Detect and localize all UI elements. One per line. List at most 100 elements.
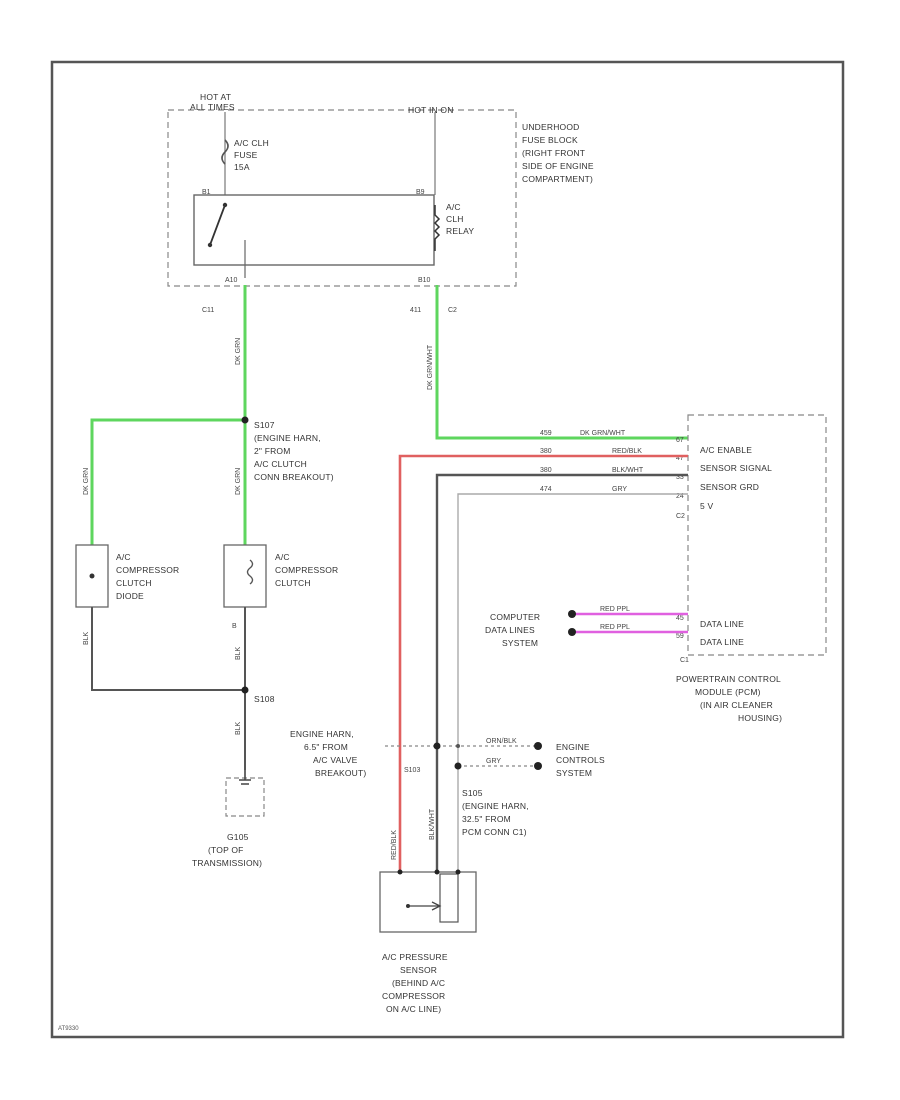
relay-pin-b1: B1 — [202, 189, 211, 196]
pcm-connector-c1: C1 — [680, 657, 689, 664]
engine-harn-left-1: ENGINE HARN, — [290, 729, 354, 739]
svg-text:COMPRESSOR: COMPRESSOR — [275, 565, 338, 575]
connector-c11: C11 — [202, 307, 214, 314]
pcm-pin-ac-enable: A/C ENABLE — [700, 445, 752, 455]
svg-text:A/C: A/C — [275, 552, 290, 562]
underhood-fuse-block: HOT AT ALL TIMES HOT IN ON UNDERHOOD FUS… — [167, 92, 594, 314]
compressor-clutch-diode: A/C COMPRESSOR CLUTCH DIODE — [75, 544, 179, 608]
splice-s105-2: (ENGINE HARN, — [462, 801, 529, 811]
ac-pressure-sensor: A/C PRESSURE SENSOR (BEHIND A/C COMPRESS… — [379, 869, 477, 1014]
compressor-clutch: A/C COMPRESSOR CLUTCH B — [223, 544, 338, 630]
pcm-name-4: HOUSING) — [738, 713, 782, 723]
pcm-module: 67 47 33 24 A/C ENABLE SENSOR SIGNAL SEN… — [676, 414, 827, 723]
wire-clutch-feed-color: DK GRN — [235, 338, 242, 365]
fuse-block-location-3: (RIGHT FRONT — [522, 148, 585, 158]
pcm-pin-59: 59 — [676, 633, 684, 640]
fuse-symbol — [221, 139, 229, 165]
sensor-ground-alt-circuit: 474 — [540, 486, 552, 493]
sensor-signal-circuit: 380 — [540, 467, 552, 474]
relay-label-1: A/C — [446, 202, 461, 212]
engine-controls-wire-1: ORN/BLK — [486, 738, 517, 745]
splice-s103-dot — [433, 742, 441, 750]
svg-text:(ENGINE HARN,: (ENGINE HARN, — [254, 433, 321, 443]
diagram-border — [50, 60, 845, 1039]
ground-g105-3: TRANSMISSION) — [192, 858, 262, 868]
data-lines: RED PPL RED PPL COMPUTER DATA LINES SYST… — [485, 606, 688, 648]
fuse-block-location-2: FUSE BLOCK — [522, 135, 578, 145]
pcm-name-3: (IN AIR CLEANER — [700, 700, 773, 710]
data-line-2-color: RED PPL — [600, 624, 630, 631]
svg-text:COMPRESSOR: COMPRESSOR — [116, 565, 179, 575]
sensor-signal-color: RED/BLK — [612, 448, 642, 455]
sensor-ground-color: BLK/WHT — [612, 467, 644, 474]
computer-data-lines-1: COMPUTER — [490, 612, 540, 622]
relay-coil-symbol — [433, 205, 441, 251]
wire-splice-clutch-color: DK GRN — [235, 468, 242, 495]
pcm-pin-45: 45 — [676, 615, 684, 622]
fuse-block-pin-a10: A10 — [225, 277, 238, 284]
sensor-signal-vert-color: RED/BLK — [391, 830, 398, 860]
splice-s107-dot — [241, 416, 249, 424]
figure-id: AT9330 — [58, 1026, 79, 1032]
svg-text:A/C CLUTCH: A/C CLUTCH — [254, 459, 307, 469]
pressure-sensor-5: ON A/C LINE) — [386, 1004, 441, 1014]
pcm-data-line-1: DATA LINE — [700, 619, 744, 629]
wire-relay-pcm-circuit: 459 — [540, 430, 552, 437]
pressure-sensor-2: SENSOR — [400, 965, 437, 975]
sensor-ground-alt-color: GRY — [612, 486, 627, 493]
relay-label-3: RELAY — [446, 226, 474, 236]
relay-switch-contact — [209, 204, 226, 246]
svg-text:A/C: A/C — [116, 552, 131, 562]
wire-diode-feed-color: DK GRN — [83, 468, 90, 495]
fuse-block-location-4: SIDE OF ENGINE — [522, 161, 594, 171]
pcm-name-1: POWERTRAIN CONTROL — [676, 674, 781, 684]
engine-harn-left-3: A/C VALVE — [313, 755, 358, 765]
engine-controls-2: CONTROLS — [556, 755, 605, 765]
pcm-name-2: MODULE (PCM) — [695, 687, 761, 697]
pcm-pin-5v: 5 V — [700, 501, 713, 511]
pcm-pin-sensor-grd: SENSOR GRD — [700, 482, 759, 492]
splice-s108-label: S108 — [254, 694, 275, 704]
splice-s103-label: S103 — [404, 767, 420, 774]
engine-controls-1: ENGINE — [556, 742, 590, 752]
circuit-411: 411 — [410, 307, 421, 314]
ground-g105-1: G105 — [227, 832, 249, 842]
engine-controls-branch: ORN/BLK GRY ENGINE CONTROLS SYSTEM ENGIN… — [290, 729, 605, 837]
hot-in-on-label: HOT IN ON — [408, 105, 454, 115]
fuse-block-pin-b10: B10 — [418, 277, 431, 284]
connector-c2-fuse: C2 — [448, 307, 457, 314]
sensor-ref-circuit: 380 — [540, 448, 552, 455]
engine-controls-wire-2: GRY — [486, 758, 501, 765]
sensor-ground-vert-color: BLK/WHT — [429, 808, 436, 840]
splice-s107-label: S107 (ENGINE HARN, 2" FROM A/C CLUTCH CO… — [254, 420, 334, 482]
fuse-label-2: FUSE — [234, 150, 258, 160]
fuse-block-location-1: UNDERHOOD — [522, 122, 580, 132]
relay-pin-b9: B9 — [416, 189, 425, 196]
engine-harn-left-4: BREAKOUT) — [315, 768, 366, 778]
pcm-data-line-2: DATA LINE — [700, 637, 744, 647]
data-line-2-connector — [568, 628, 576, 636]
splice-s108-dot — [241, 686, 249, 694]
computer-data-lines-3: SYSTEM — [502, 638, 538, 648]
wire-clutch-ground-color: BLK — [235, 646, 242, 660]
svg-text:CONN BREAKOUT): CONN BREAKOUT) — [254, 472, 334, 482]
relay-label-2: CLH — [446, 214, 464, 224]
computer-data-lines-2: DATA LINES — [485, 625, 535, 635]
fuse-label-3: 15A — [234, 162, 250, 172]
pcm-pin-33: 33 — [676, 474, 684, 481]
pressure-sensor-1: A/C PRESSURE — [382, 952, 448, 962]
clutch-pin-b: B — [232, 623, 237, 630]
svg-text:CLUTCH: CLUTCH — [275, 578, 311, 588]
hot-at-all-times-1: HOT AT — [200, 92, 231, 102]
pressure-sensor-4: COMPRESSOR — [382, 991, 445, 1001]
green-circuit: DK GRN DK GRN DK GRN DK GRN/WHT 459 DK G… — [83, 285, 688, 545]
wire-ground-lead-color: BLK — [235, 721, 242, 735]
splice-s105-4: PCM CONN C1) — [462, 827, 527, 837]
pcm-pin-67: 67 — [676, 437, 684, 444]
sensor-circuit: 380 RED/BLK 380 BLK/WHT 474 GRY RED/BLK … — [391, 448, 688, 870]
splice-s105-3: 32.5" FROM — [462, 814, 511, 824]
svg-text:2" FROM: 2" FROM — [254, 446, 291, 456]
relay-box — [193, 194, 435, 266]
wire-relay-pcm-color-vert: DK GRN/WHT — [427, 344, 434, 390]
wire-relay-pcm-color: DK GRN/WHT — [580, 430, 626, 437]
